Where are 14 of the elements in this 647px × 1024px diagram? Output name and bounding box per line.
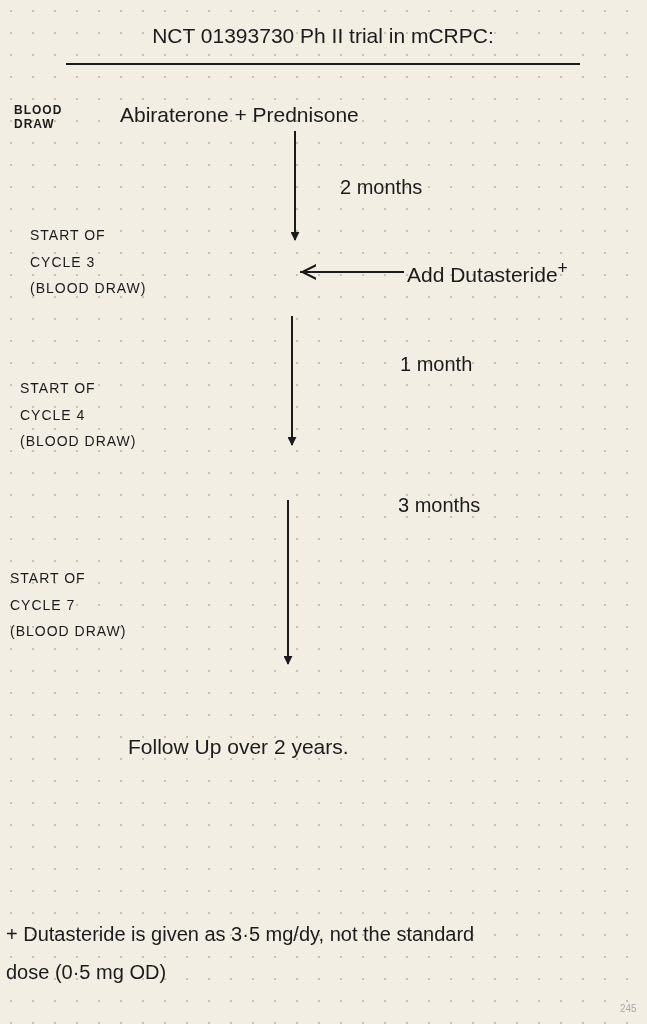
timepoint-label: START OF CYCLE 4 (BLOOD DRAW) <box>20 379 138 452</box>
timepoint-label: START OF CYCLE 7 (BLOOD DRAW) <box>10 569 128 642</box>
footnote-text: + Dutasteride is given as 3·5 mg/dy, not the standard dose (0·5 mg OD) <box>6 922 476 985</box>
arrow <box>290 130 300 241</box>
step-label: Abiraterone + Prednisone <box>120 103 359 127</box>
duration-label: 1 month <box>400 353 474 376</box>
note-text: Follow Up over 2 years. <box>128 735 350 759</box>
title: NCT 01393730 Ph II trial in mCRPC: <box>151 24 495 48</box>
timepoint-label: START OF CYCLE 3 (BLOOD DRAW) <box>30 226 148 299</box>
duration-label: 3 months <box>398 494 482 517</box>
duration-label: 2 months <box>340 175 423 199</box>
page-number: 245 <box>620 1003 638 1014</box>
note-label: BLOOD DRAW <box>14 103 64 131</box>
step-label: Add Dutasteride$^{+}$ <box>407 258 568 287</box>
